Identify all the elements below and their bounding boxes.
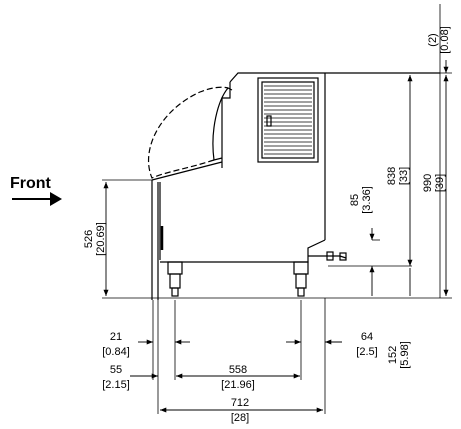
label-85: 85 [349,194,361,206]
vertical-labels: (2) [0.08] 838 [33] 990 [39] 85 [3.36] 5… [83,26,451,369]
label-990: 990 [422,174,434,192]
label-21-in: [0.84] [102,346,130,358]
label-2: (2) [427,33,439,46]
door-swing [147,86,229,179]
front-label: Front [10,175,52,192]
label-526-in: [20.69] [95,222,107,256]
dimension-lines [103,60,449,413]
label-64-in: [2.5] [356,346,377,358]
label-64: 64 [361,331,373,343]
label-152: 152 [387,346,399,364]
drain-fitting [326,251,334,261]
label-55: 55 [110,364,122,376]
label-558-in: [21.96] [221,379,255,391]
front-indicator: Front [10,175,62,206]
bin-bottom-edge [160,239,326,263]
machine-outline [147,72,440,300]
louver-latch [266,115,272,127]
label-712: 712 [231,397,249,409]
door-closed [151,161,223,181]
door-open [212,87,233,161]
louver-inner [261,81,315,159]
label-2-in: [0.08] [439,26,451,54]
top-unit-front [221,82,231,168]
leg-front [167,261,183,297]
leg-rear [293,261,309,297]
label-990-in: [39] [434,174,446,192]
label-55-in: [2.15] [102,379,130,391]
label-558: 558 [229,364,247,376]
label-838: 838 [386,167,398,185]
label-21: 21 [110,331,122,343]
front-arrow-head [50,192,62,206]
label-526: 526 [83,230,95,248]
label-838-in: [33] [398,167,410,185]
label-85-in: [3.36] [361,186,373,214]
extension-lines [102,4,452,414]
drain-cap [339,252,347,261]
label-152-in: [5.98] [399,341,411,369]
louver-frame [257,77,319,163]
horizontal-labels: 21 [0.84] 55 [2.15] 558 [21.96] 64 [2.5]… [102,331,377,424]
label-712-in: [28] [231,412,249,424]
